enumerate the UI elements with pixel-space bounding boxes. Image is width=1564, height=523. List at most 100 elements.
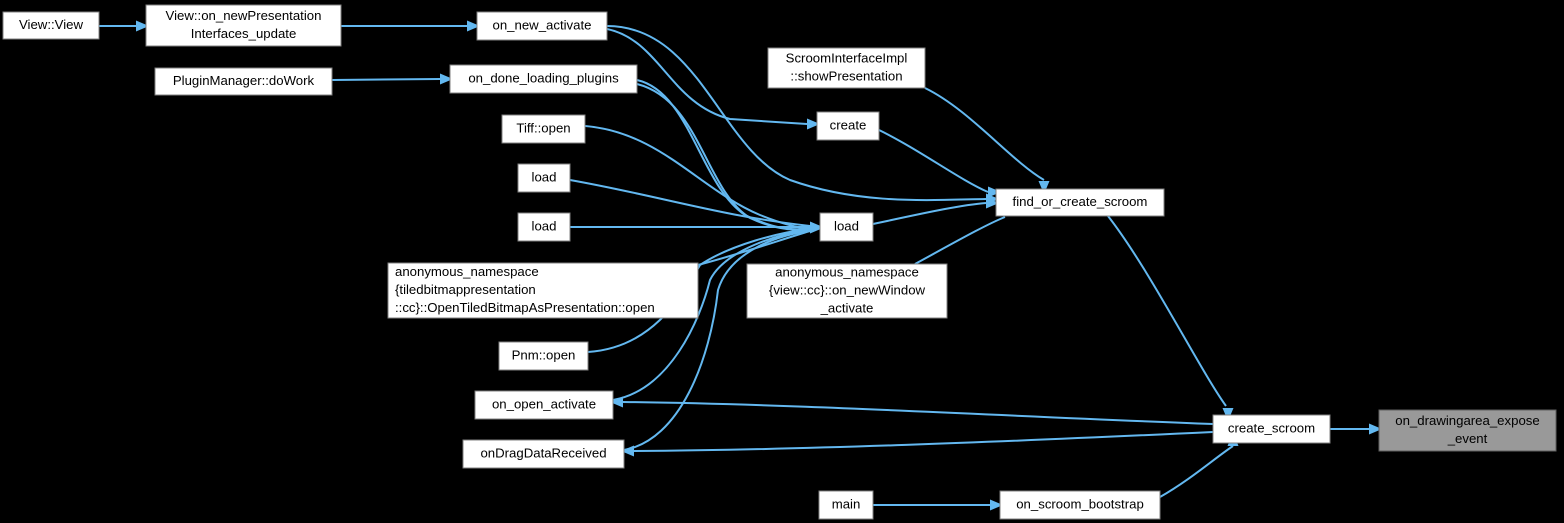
node-box-on_done_loading[interactable] xyxy=(449,64,638,94)
node-on_new_activate[interactable]: on_new_activate xyxy=(476,11,608,41)
node-box-scroominterfaceimpl[interactable] xyxy=(767,47,926,89)
node-on_scroom_bootstrap[interactable]: on_scroom_bootstrap xyxy=(999,490,1161,520)
node-box-on_drawingarea[interactable] xyxy=(1378,409,1557,452)
node-label-create_scroom: create_scroom xyxy=(1228,420,1315,435)
node-label-load_main: load xyxy=(834,218,859,233)
node-label-find_or_create: find_or_create_scroom xyxy=(1013,194,1148,209)
node-pnm_open[interactable]: Pnm::open xyxy=(498,341,589,371)
node-load_b[interactable]: load xyxy=(517,212,571,242)
node-label-anon_tiled: {tiledbitmappresentation xyxy=(395,282,536,297)
arrowhead-into-find_or_create xyxy=(988,186,1001,198)
node-label-on_drawingarea: on_drawingarea_expose xyxy=(1395,413,1539,428)
node-label-main: main xyxy=(832,496,861,511)
arrowhead-into-on_drawingarea xyxy=(1369,423,1382,435)
call-edge-find_or_create-to-create_scroom xyxy=(1107,215,1227,407)
call-edge-on_scroom_bootstrap-to-create_scroom xyxy=(1159,445,1234,498)
node-label-anon_view: anonymous_namespace xyxy=(775,264,919,279)
call-edge-create-to-find_or_create xyxy=(878,129,989,193)
call-edge-load_a-to-load_main xyxy=(569,179,811,227)
node-label-view_view: View::View xyxy=(19,17,83,32)
arrowhead-into-on_new_activate xyxy=(467,20,480,32)
arrowhead-into-ondragdatareceived xyxy=(621,445,634,457)
node-box-load_b[interactable] xyxy=(517,212,571,242)
node-box-view_view[interactable] xyxy=(2,11,100,40)
node-label-on_open_activate: on_open_activate xyxy=(492,396,596,411)
node-label-on_done_loading: on_done_loading_plugins xyxy=(468,70,619,85)
node-label-on_new_activate: on_new_activate xyxy=(493,17,592,32)
node-box-main[interactable] xyxy=(818,490,874,520)
arrowhead-into-on_done_loading xyxy=(440,73,453,85)
node-box-on_new_activate[interactable] xyxy=(476,11,608,41)
node-create_scroom[interactable]: create_scroom xyxy=(1212,414,1331,444)
call-edge-create_scroom-to-ondragdatareceived xyxy=(633,431,1214,452)
call-edge-load_main-to-find_or_create xyxy=(872,202,987,225)
node-view_on_newpres[interactable]: View::on_newPresentationInterfaces_updat… xyxy=(145,4,342,47)
node-pluginmanager_dowork[interactable]: PluginManager::doWork xyxy=(154,67,333,96)
node-box-pluginmanager_dowork[interactable] xyxy=(154,67,333,96)
node-on_open_activate[interactable]: on_open_activate xyxy=(474,390,614,420)
node-label-view_on_newpres: View::on_newPresentation xyxy=(166,8,322,23)
node-box-find_or_create[interactable] xyxy=(995,188,1165,217)
node-label-anon_view: _activate xyxy=(820,300,874,315)
node-label-anon_tiled: ::cc}::OpenTiledBitmapAsPresentation::op… xyxy=(395,300,655,315)
node-box-load_main[interactable] xyxy=(819,212,874,242)
node-label-load_a: load xyxy=(532,169,557,184)
node-box-tiff_open[interactable] xyxy=(501,114,586,144)
node-label-pnm_open: Pnm::open xyxy=(512,347,576,362)
node-label-on_drawingarea: _event xyxy=(1447,431,1488,446)
arrowhead-into-find_or_create xyxy=(986,197,999,209)
call-edge-on_open_activate-to-load_main xyxy=(612,229,811,401)
call-edge-pnm_open-to-load_main xyxy=(587,228,811,353)
arrowhead-into-find_or_create xyxy=(1038,181,1050,194)
nodes-layer: View::View View::on_newPresentationInterf… xyxy=(2,4,1557,520)
node-label-ondragdatareceived: onDragDataReceived xyxy=(480,445,606,460)
node-scroominterfaceimpl[interactable]: ScroomInterfaceImpl::showPresentation xyxy=(767,47,926,89)
call-edge-ondragdatareceived-to-load_main xyxy=(623,230,811,451)
call-edge-on_new_activate-to-find_or_create xyxy=(606,25,987,202)
node-on_drawingarea[interactable]: on_drawingarea_expose _event xyxy=(1378,409,1557,452)
node-load_a[interactable]: load xyxy=(517,163,571,193)
arrowhead-into-on_scroom_bootstrap xyxy=(990,499,1003,511)
call-edge-scroominterfaceimpl-to-find_or_create xyxy=(924,87,1045,181)
call-edge-on_new_activate-to-create xyxy=(606,28,808,125)
node-label-create: create xyxy=(830,117,867,132)
node-on_done_loading[interactable]: on_done_loading_plugins xyxy=(449,64,638,94)
node-box-anon_tiled[interactable] xyxy=(387,262,699,319)
node-label-load_b: load xyxy=(532,218,557,233)
node-label-scroominterfaceimpl: ScroomInterfaceImpl xyxy=(786,50,908,65)
node-tiff_open[interactable]: Tiff::open xyxy=(501,114,586,144)
node-label-pluginmanager_dowork: PluginManager::doWork xyxy=(173,73,315,88)
node-main[interactable]: main xyxy=(818,490,874,520)
node-label-on_scroom_bootstrap: on_scroom_bootstrap xyxy=(1016,496,1144,511)
node-anon_tiled[interactable]: anonymous_namespace {tiledbitmappresentat… xyxy=(387,262,699,319)
node-box-create[interactable] xyxy=(816,111,880,141)
node-anon_view[interactable]: anonymous_namespace{view::cc}::on_newWin… xyxy=(746,263,948,319)
node-label-view_on_newpres: Interfaces_update xyxy=(191,26,297,41)
node-ondragdatareceived[interactable]: onDragDataReceived xyxy=(462,439,625,469)
node-box-load_a[interactable] xyxy=(517,163,571,193)
arrowhead-into-view_on_newpres xyxy=(136,20,149,32)
arrowhead-into-create xyxy=(807,118,820,130)
call-edge-pluginmanager_dowork-to-on_done_loading xyxy=(331,78,441,81)
node-label-anon_tiled: anonymous_namespace xyxy=(395,264,539,279)
node-box-on_scroom_bootstrap[interactable] xyxy=(999,490,1161,520)
arrowhead-into-on_open_activate xyxy=(610,396,623,408)
node-box-pnm_open[interactable] xyxy=(498,341,589,371)
node-box-ondragdatareceived[interactable] xyxy=(462,439,625,469)
node-label-tiff_open: Tiff::open xyxy=(516,120,570,135)
arrowhead-into-load_main xyxy=(810,221,823,233)
node-box-on_open_activate[interactable] xyxy=(474,390,614,420)
node-view_view[interactable]: View::View xyxy=(2,11,100,40)
node-box-create_scroom[interactable] xyxy=(1212,414,1331,444)
call-edge-anon_view-to-find_or_create xyxy=(914,216,1006,265)
node-label-anon_view: {view::cc}::on_newWindow xyxy=(769,282,926,297)
node-create[interactable]: create xyxy=(816,111,880,141)
node-load_main[interactable]: load xyxy=(819,212,874,242)
node-label-scroominterfaceimpl: ::showPresentation xyxy=(790,68,902,83)
node-box-anon_view[interactable] xyxy=(746,263,948,319)
call-edge-create_scroom-to-on_open_activate xyxy=(622,401,1214,425)
node-find_or_create[interactable]: find_or_create_scroom xyxy=(995,188,1165,217)
node-box-view_on_newpres[interactable] xyxy=(145,4,342,47)
